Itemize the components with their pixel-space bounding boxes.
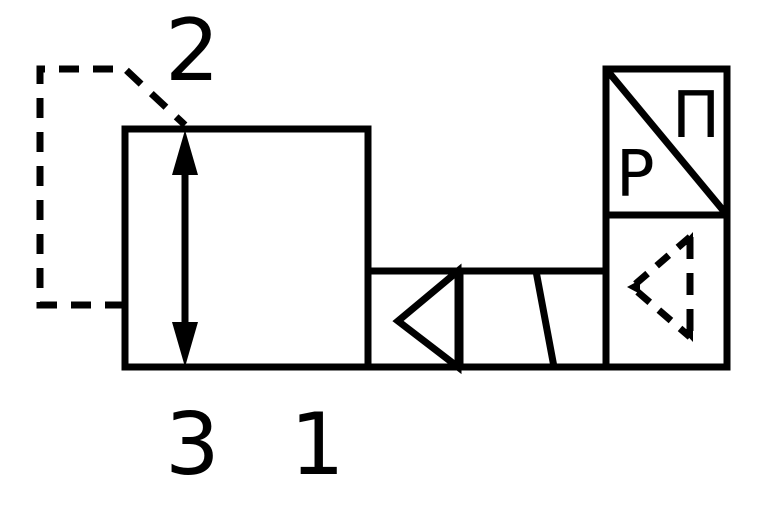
port-label-3: 3 (165, 395, 220, 495)
pe-label-p: P (616, 138, 655, 212)
pe-diagonal (603, 66, 730, 218)
detent-arrowhead-bottom (681, 329, 693, 342)
valve-envelope (121, 125, 372, 371)
detent-arrowhead-top (681, 232, 693, 245)
flow-arrowhead-down (172, 322, 198, 367)
port-label-2: 2 (165, 1, 220, 101)
actuator-triangle (392, 263, 462, 375)
flow-arrowhead-up (172, 130, 198, 175)
pe-label-pi: П (672, 79, 720, 153)
port-label-1: 1 (290, 395, 345, 495)
pilot-line (36, 65, 188, 309)
detent-arrowhead-left (627, 280, 640, 294)
solenoid-coil-stroke (532, 270, 558, 368)
detent-dashed-symbol (626, 234, 693, 340)
